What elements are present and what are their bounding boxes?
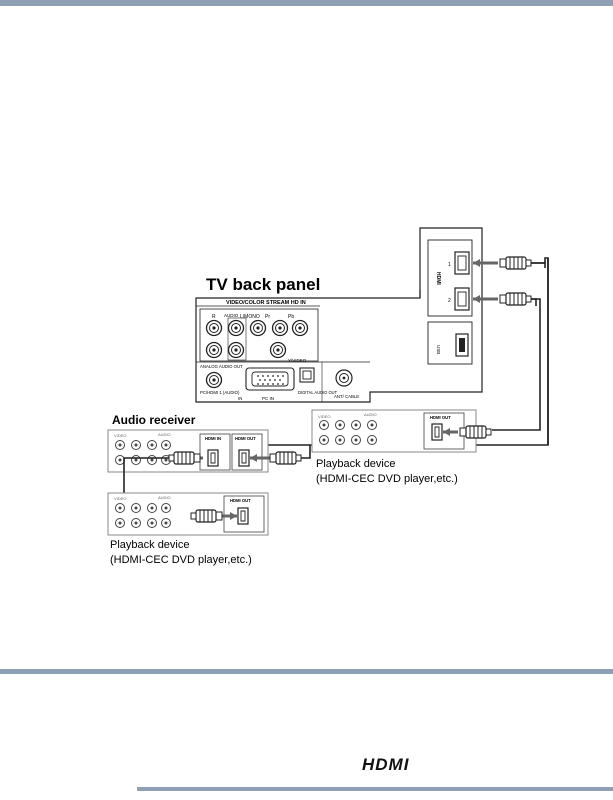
device1-hdmi-out-label: HDMI OUT	[430, 415, 451, 420]
tv-label-pr: Pr	[265, 314, 270, 320]
receiver-video-label: VIDEO	[114, 433, 126, 438]
hdmi-logo: HDMI	[362, 755, 410, 774]
playback-device-1-label: Playback device	[316, 458, 396, 470]
tv-label-in: IN	[238, 396, 242, 401]
device1-video-label: VIDEO	[318, 414, 330, 419]
tv-label-lmono: L/MONO	[240, 314, 260, 320]
tv-label-usb: USB	[436, 345, 441, 354]
tv-label-r: R	[212, 314, 216, 320]
tv-panel-outline	[195, 227, 483, 403]
tv-label-audio: AUDIO	[224, 313, 239, 318]
playback-device-1-sublabel: (HDMI-CEC DVD player,etc.)	[316, 473, 458, 485]
tv-back-panel-title: TV back panel	[206, 275, 320, 294]
tv-label-ant-cable: ANT/ CABLE	[334, 394, 359, 399]
tv-label-hdmi-vertical: HDMI	[435, 272, 441, 285]
playback-device-2-label: Playback device	[110, 539, 190, 551]
tv-video-header: VIDEO/COLOR STREAM HD IN	[226, 300, 306, 306]
section-rule	[0, 669, 613, 674]
device1-audio-label: AUDIO	[364, 412, 377, 417]
tv-label-digital-audio-out: DIGITAL AUDIO OUT	[298, 390, 338, 395]
receiver-hdmi-out-label: HDMI OUT	[235, 436, 256, 441]
footer-rule	[137, 787, 613, 791]
playback-device-2-sublabel: (HDMI-CEC DVD player,etc.)	[110, 554, 252, 566]
receiver-audio-label: AUDIO	[158, 432, 171, 437]
device2-hdmi-out-label: HDMI OUT	[230, 498, 251, 503]
svg-text:HDMI: HDMI	[362, 755, 410, 774]
device2-audio-label: AUDIO	[158, 495, 171, 500]
device2-video-label: VIDEO	[114, 496, 126, 501]
tv-label-analog-audio-out: ANALOG AUDIO OUT	[200, 364, 243, 369]
tv-label-yvideo: Y/VIDEO	[288, 358, 307, 363]
audio-receiver-title: Audio receiver	[112, 413, 196, 427]
top-rule	[0, 0, 613, 6]
tv-label-pb: Pb	[288, 314, 294, 320]
tv-label-pc-in: PC IN	[262, 396, 274, 401]
tv-label-port1: 1	[448, 262, 451, 268]
tv-label-pc-hdmi-audio: PC/HDMI 1 (AUDIO)	[200, 390, 240, 395]
tv-label-port2: 2	[448, 298, 451, 304]
receiver-hdmi-in-label: HDMI IN	[205, 436, 221, 441]
